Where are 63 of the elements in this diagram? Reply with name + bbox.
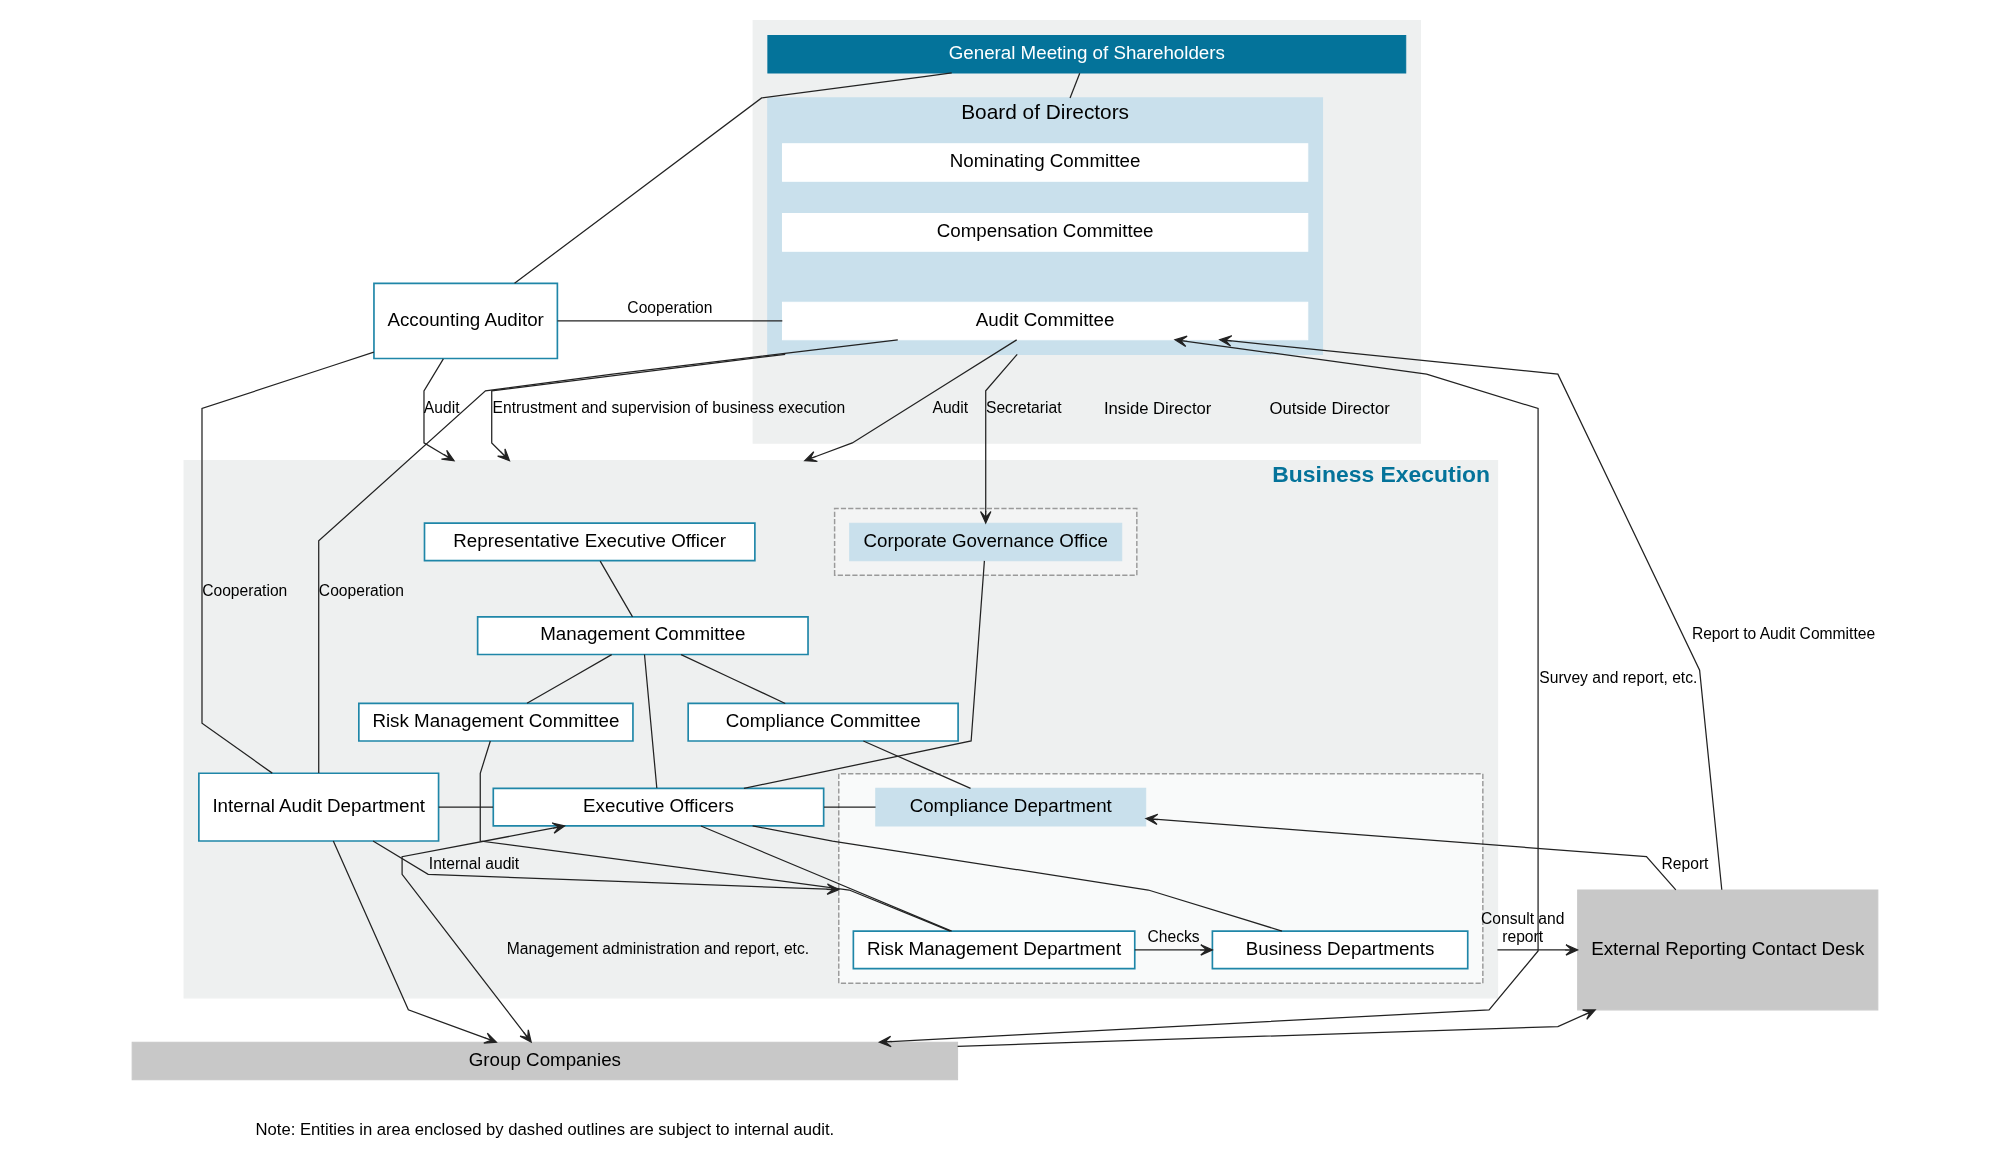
connector	[526, 654, 613, 704]
connector	[743, 560, 986, 789]
edge-label: Internal audit	[428, 855, 520, 873]
node-box: Group Companies	[131, 1041, 959, 1081]
arrow	[1145, 813, 1677, 891]
arrow	[804, 339, 1018, 463]
node-box: Risk Management Committee	[358, 702, 634, 742]
connector	[513, 72, 953, 284]
edge-label: Cooperation	[318, 582, 405, 600]
connector	[318, 339, 899, 774]
node-box: Business Departments	[1211, 930, 1469, 970]
node-box: Management Committee	[476, 616, 809, 656]
connector	[700, 825, 953, 932]
edge-label: Cooperation	[627, 298, 713, 316]
arrow	[423, 358, 455, 462]
arrow	[957, 1009, 1596, 1047]
connector	[1069, 72, 1081, 99]
edge-label: Management administration and report, etc.	[506, 939, 810, 957]
connector	[599, 560, 634, 618]
node-box: Accounting Auditor	[373, 282, 559, 360]
connector	[752, 825, 1283, 932]
edge-label: Survey and report, etc.	[1539, 668, 1698, 686]
connector	[643, 653, 658, 789]
node-box: External Reporting Contact Desk	[1577, 889, 1879, 1011]
node-box: Internal Audit Department	[198, 772, 440, 842]
edge-label: Entrustment and supervision of business execution	[492, 399, 846, 417]
label: Outside Director	[1269, 398, 1390, 418]
arrow	[1219, 335, 1723, 891]
edge-label: Secretariat	[985, 399, 1062, 417]
edge-label: Report	[1661, 855, 1709, 873]
arrow	[332, 840, 497, 1044]
label: Inside Director	[1103, 398, 1212, 418]
arrow	[979, 353, 1018, 524]
node-box: Risk Management Department	[852, 930, 1136, 970]
node-box: Corporate Governance Office	[849, 522, 1123, 562]
node-box: Executive Officers	[492, 787, 825, 827]
connector	[201, 351, 375, 774]
edge-label: Report to Audit Committee	[1691, 625, 1876, 643]
edge-label: Audit	[423, 399, 460, 417]
cluster	[833, 507, 1138, 576]
connector	[680, 654, 786, 705]
edge-label: Audit	[932, 399, 969, 417]
arrow	[1134, 944, 1213, 956]
connector	[862, 740, 972, 789]
connector	[479, 740, 951, 932]
edge-label: Cooperation	[202, 582, 288, 600]
node-box: Compensation Committee	[781, 213, 1309, 252]
arrow	[1496, 944, 1579, 956]
label: Note: Entities in area enclosed by dashed outlines are subject to internal audit.	[255, 1119, 835, 1139]
node-box: General Meeting of Shareholders	[767, 34, 1407, 74]
node-box: Representative Executive Officer	[423, 522, 756, 562]
arrow	[878, 335, 1539, 1048]
connector	[438, 806, 494, 808]
node-box: Compliance Department	[875, 787, 1147, 827]
node-box: Compliance Committee	[687, 702, 959, 742]
node-box: Audit Committee	[781, 301, 1309, 341]
arrow	[372, 840, 840, 895]
connector	[556, 320, 783, 322]
node-box: Nominating Committee	[781, 143, 1309, 182]
edge-label: Checks	[1147, 927, 1200, 945]
arrow	[401, 822, 566, 1043]
arrow	[491, 353, 786, 462]
connector	[823, 806, 877, 808]
